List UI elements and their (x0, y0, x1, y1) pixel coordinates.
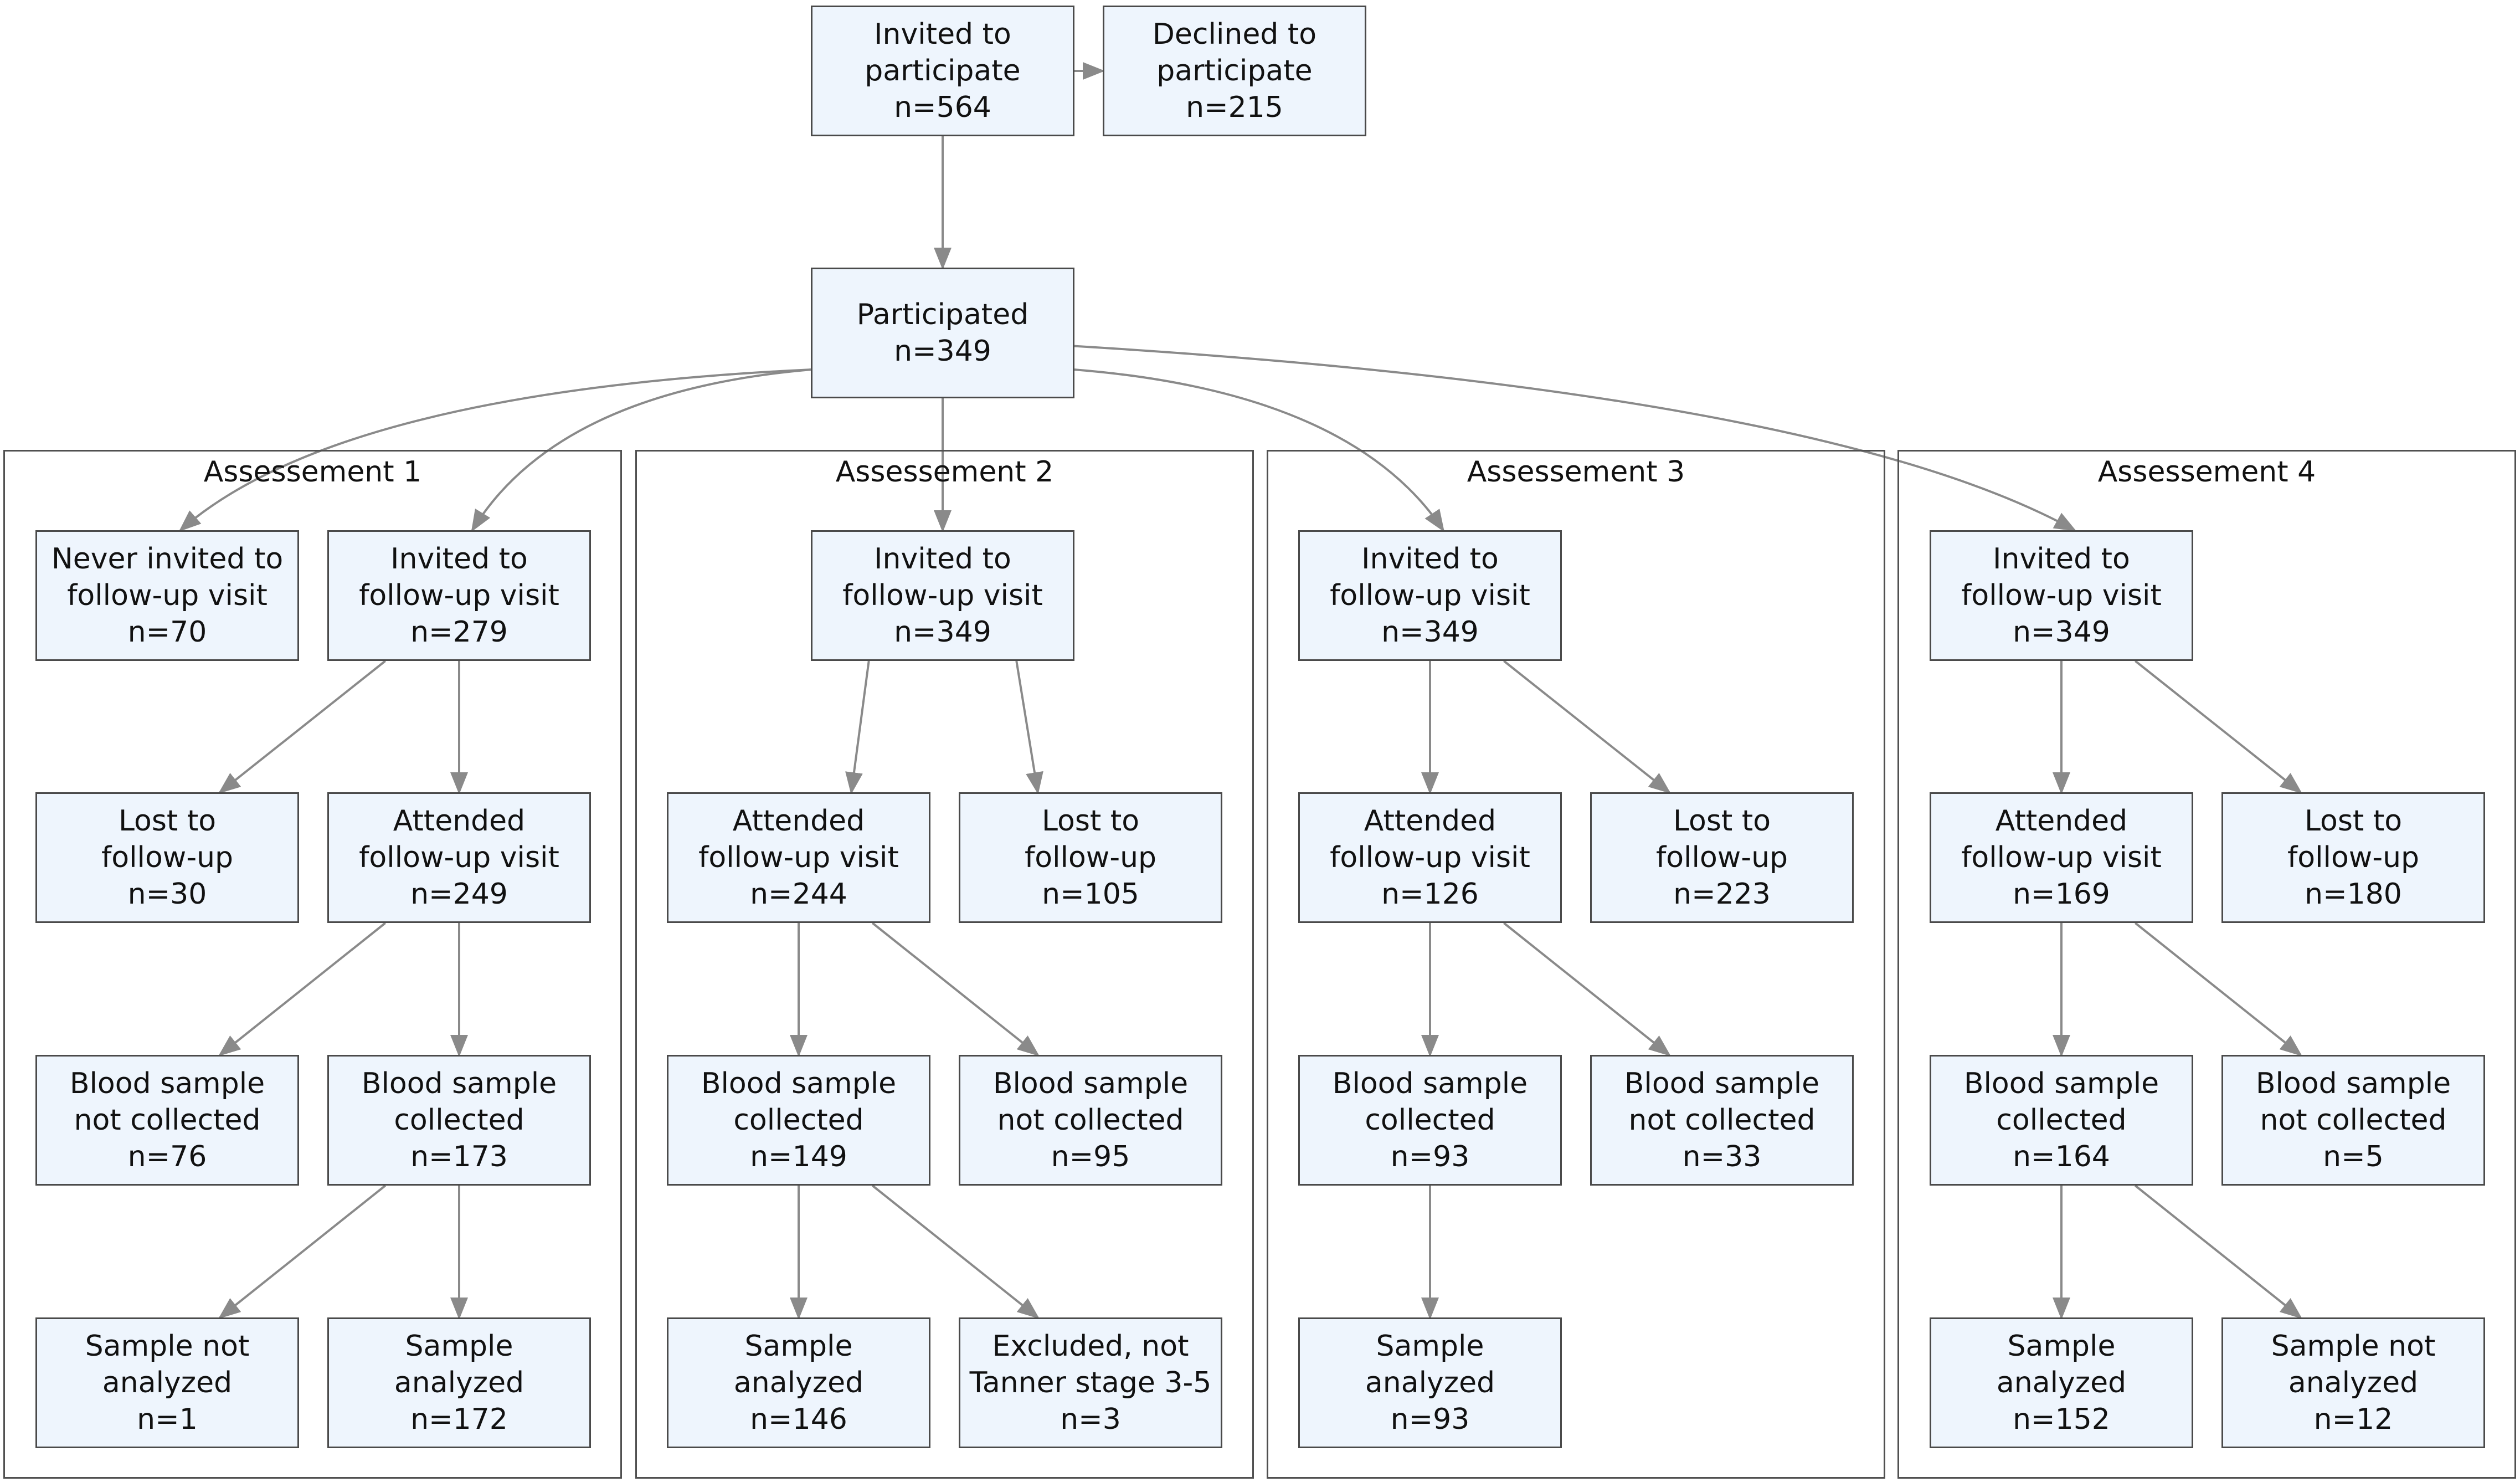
edge-a3_attended-to-a3_notcollected (1503, 922, 1671, 1057)
node-label: Attended follow-up visit n=169 (1961, 804, 2162, 911)
node-a2-invited-followup: Invited to follow-up visit n=349 (811, 530, 1074, 661)
node-label: Invited to follow-up visit n=279 (359, 542, 559, 649)
cluster-assessment-4: Assessement 4 (1897, 450, 2516, 1479)
edge-a2_invited-to-a2_attended (845, 660, 870, 794)
node-a1-blood-collected: Blood sample collected n=173 (327, 1055, 591, 1186)
node-a3-sample-analyzed: Sample analyzed n=93 (1298, 1317, 1562, 1448)
node-label: Sample not analyzed n=12 (2271, 1330, 2436, 1436)
node-a1-sample-not-analyzed: Sample not analyzed n=1 (35, 1317, 299, 1448)
edge-a3_invited-to-a3_lost (1503, 660, 1671, 794)
node-a1-lost-to-followup: Lost to follow-up n=30 (35, 792, 299, 923)
cluster-label: Assessement 4 (2097, 455, 2316, 489)
node-a2-blood-not-collected: Blood sample not collected n=95 (959, 1055, 1222, 1186)
node-label: Blood sample not collected n=95 (992, 1067, 1189, 1173)
node-a1-never-invited: Never invited to follow-up visit n=70 (35, 530, 299, 661)
node-a3-blood-collected: Blood sample collected n=93 (1298, 1055, 1562, 1186)
edge-participated-to-a1_never (178, 368, 811, 532)
edge-participated-to-a1_invited (471, 368, 811, 532)
edge-a4_attended-to-a4_notcollected (2135, 922, 2302, 1057)
edge-a1_invited-to-a1_lost (218, 660, 386, 794)
node-a4-blood-collected: Blood sample collected n=164 (1930, 1055, 2193, 1186)
node-a3-invited-followup: Invited to follow-up visit n=349 (1298, 530, 1562, 661)
node-label: Excluded, not Tanner stage 3-5 n=3 (969, 1330, 1212, 1436)
cluster-assessment-1: Assessement 1 (3, 450, 622, 1479)
node-a2-blood-collected: Blood sample collected n=149 (667, 1055, 930, 1186)
node-a4-sample-not-analyzed: Sample not analyzed n=12 (2221, 1317, 2485, 1448)
node-label: Invited to follow-up visit n=349 (1961, 542, 2162, 649)
edge-a1_attended-to-a1_notcollected (218, 922, 386, 1057)
edge-a4_invited-to-a4_lost (2135, 660, 2302, 794)
node-a3-lost-to-followup: Lost to follow-up n=223 (1590, 792, 1854, 923)
node-declined-to-participate: Declined to participate n=215 (1103, 6, 1366, 136)
node-label: Blood sample collected n=173 (361, 1067, 557, 1173)
node-label: Invited to follow-up visit n=349 (842, 542, 1043, 649)
node-a2-excluded: Excluded, not Tanner stage 3-5 n=3 (959, 1317, 1222, 1448)
cluster-assessment-2: Assessement 2 (635, 450, 1254, 1479)
node-label: Sample analyzed n=146 (733, 1330, 864, 1436)
node-label: Attended follow-up visit n=249 (359, 804, 559, 911)
node-label: Blood sample collected n=164 (1963, 1067, 2159, 1173)
node-a3-attended-followup: Attended follow-up visit n=126 (1298, 792, 1562, 923)
node-label: Attended follow-up visit n=244 (698, 804, 899, 911)
edge-a1_collected-to-a1_notanalyzed (218, 1184, 386, 1319)
node-label: Sample analyzed n=93 (1365, 1330, 1495, 1436)
node-label: Sample analyzed n=152 (1996, 1330, 2127, 1436)
node-a4-attended-followup: Attended follow-up visit n=169 (1930, 792, 2193, 923)
node-label: Attended follow-up visit n=126 (1330, 804, 1530, 911)
edge-a2_invited-to-a2_lost (1015, 660, 1043, 794)
node-label: Blood sample not collected n=76 (69, 1067, 265, 1173)
node-label: Blood sample collected n=93 (1332, 1067, 1528, 1173)
node-invited-to-participate: Invited to participate n=564 (811, 6, 1074, 136)
node-label: Invited to follow-up visit n=349 (1330, 542, 1530, 649)
edge-a2_collected-to-a2_excluded (872, 1184, 1040, 1319)
node-a4-lost-to-followup: Lost to follow-up n=180 (2221, 792, 2485, 923)
cluster-label: Assessement 1 (203, 455, 422, 489)
edge-a4_collected-to-a4_notanalyzed (2135, 1184, 2302, 1319)
node-label: Declined to participate n=215 (1152, 18, 1317, 124)
node-a2-lost-to-followup: Lost to follow-up n=105 (959, 792, 1222, 923)
cluster-label: Assessement 2 (835, 455, 1054, 489)
node-label: Blood sample not collected n=5 (2255, 1067, 2451, 1173)
node-label: Sample not analyzed n=1 (85, 1330, 250, 1436)
node-label: Participated n=349 (856, 298, 1029, 368)
node-participated: Participated n=349 (811, 268, 1074, 398)
node-label: Blood sample collected n=149 (701, 1067, 897, 1173)
node-label: Never invited to follow-up visit n=70 (51, 542, 284, 649)
node-a1-invited-followup: Invited to follow-up visit n=279 (327, 530, 591, 661)
node-a1-blood-not-collected: Blood sample not collected n=76 (35, 1055, 299, 1186)
node-a3-blood-not-collected: Blood sample not collected n=33 (1590, 1055, 1854, 1186)
node-a4-sample-analyzed: Sample analyzed n=152 (1930, 1317, 2193, 1448)
node-label: Lost to follow-up n=105 (1024, 804, 1157, 911)
cluster-assessment-3: Assessement 3 (1267, 450, 1885, 1479)
node-a1-attended-followup: Attended follow-up visit n=249 (327, 792, 591, 923)
node-a4-blood-not-collected: Blood sample not collected n=5 (2221, 1055, 2485, 1186)
edge-participated-to-a3_invited (1074, 368, 1445, 532)
node-a1-sample-analyzed: Sample analyzed n=172 (327, 1317, 591, 1448)
node-a2-attended-followup: Attended follow-up visit n=244 (667, 792, 930, 923)
node-label: Lost to follow-up n=223 (1655, 804, 1788, 911)
node-a4-invited-followup: Invited to follow-up visit n=349 (1930, 530, 2193, 661)
node-a2-sample-analyzed: Sample analyzed n=146 (667, 1317, 930, 1448)
node-label: Blood sample not collected n=33 (1624, 1067, 1820, 1173)
node-label: Lost to follow-up n=30 (101, 804, 234, 911)
node-label: Lost to follow-up n=180 (2287, 804, 2420, 911)
cluster-label: Assessement 3 (1467, 455, 1685, 489)
edge-participated-to-a4_invited (1074, 345, 2077, 531)
node-label: Invited to participate n=564 (865, 18, 1021, 124)
node-label: Sample analyzed n=172 (394, 1330, 524, 1436)
edge-a2_attended-to-a2_notcollected (872, 922, 1040, 1057)
